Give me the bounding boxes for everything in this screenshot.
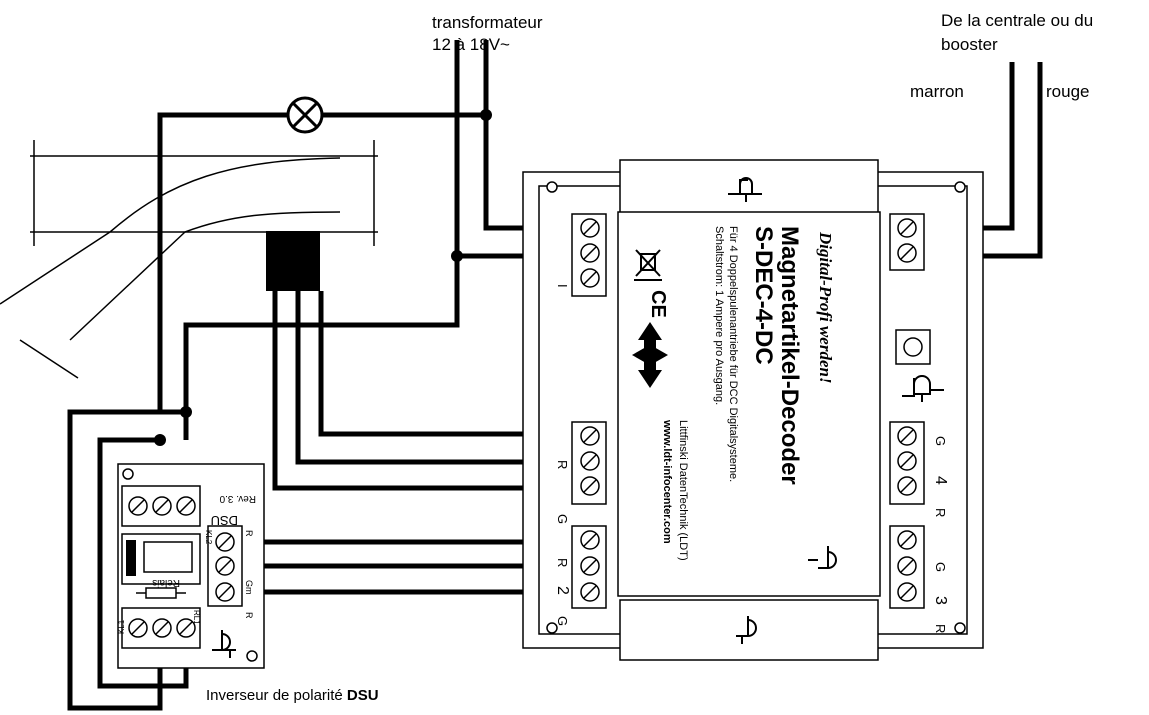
component-symbol-right	[902, 375, 944, 402]
inverter-caption: Inverseur de polarité DSU	[206, 687, 379, 704]
decoder-desc-line1: Für 4 Doppelspulenantriebe für DCC Digit…	[727, 226, 739, 482]
svg-text:3: 3	[932, 596, 949, 605]
ldt-logo-icon	[632, 322, 668, 388]
junction-dots	[154, 109, 492, 446]
svg-text:R: R	[555, 558, 570, 567]
dsu-revision: Rev. 3.0	[219, 493, 256, 504]
dsu-terminal-top-label: KL2	[204, 530, 213, 545]
decoder-desc-line2: Schaltstrom: 1 Ampere pro Ausgang.	[713, 226, 725, 405]
svg-text:G: G	[555, 616, 570, 626]
decoder-terminal-right-top	[889, 213, 925, 271]
dsu-name: DSU	[211, 513, 238, 528]
decoder-terminal-left-top	[571, 213, 607, 297]
decoder-terminal-right-mid	[889, 421, 925, 505]
dsu-labels: DSU Rev. 3.0 Relais R Gm R KL2 KL1 RL1	[117, 493, 256, 634]
svg-text:R: R	[555, 460, 570, 469]
ce-mark: CE	[647, 290, 669, 318]
central-label-line1: De la centrale ou du	[941, 11, 1093, 30]
decoder-terminal-left-bottom	[571, 525, 607, 609]
transformer-label-line1: transformateur	[432, 13, 543, 32]
dsu-relay-label: Relais	[152, 577, 180, 588]
decoder-terminal-left-mid	[571, 421, 607, 505]
svg-text:R: R	[933, 624, 948, 633]
programming-button	[895, 329, 931, 365]
lamp-icon	[286, 96, 324, 134]
component-symbol-bottom	[736, 616, 757, 644]
decoder-model: S-DEC-4-DC	[750, 226, 777, 365]
central-label-line2: booster	[941, 35, 998, 54]
decoder-title: Magnetartikel-Decoder	[776, 226, 803, 485]
svg-text:4: 4	[932, 476, 949, 485]
svg-text:G: G	[933, 562, 948, 572]
dsu-pin-label-1: R	[244, 530, 254, 537]
weee-bin-icon	[634, 249, 662, 281]
decoder-website: www.ldt-infocenter.com	[661, 419, 673, 544]
decoder-left-letters: I R G R 2 G	[554, 284, 571, 626]
dsu-symbol-icon	[212, 630, 236, 658]
decoder-label-text: Digital-Profi werden! Magnetartikel-Deco…	[647, 226, 835, 561]
wire-brown-label: marron	[910, 82, 964, 101]
svg-text:I: I	[555, 284, 570, 288]
dsu-board	[117, 463, 265, 669]
component-symbol-top	[728, 177, 762, 202]
dsu-pin-label-2: Gm	[244, 580, 254, 595]
decoder-slogan: Digital-Profi werden!	[816, 231, 835, 384]
transformer-label-line2: 12 à 18V~	[432, 35, 510, 54]
dsu-small-ref: RL1	[192, 610, 201, 625]
turnout-motor	[266, 231, 320, 291]
svg-text:G: G	[555, 514, 570, 524]
svg-text:G: G	[933, 436, 948, 446]
decoder-maker: Littfinski DatenTechnik (LDT)	[677, 420, 689, 561]
dsu-terminal-bottom-label: KL1	[117, 619, 126, 634]
wire-red-label: rouge	[1046, 82, 1089, 101]
dsu-pin-label-3: R	[244, 612, 254, 619]
decoder-right-letters: G 4 R G 3 R	[932, 436, 949, 633]
svg-text:2: 2	[554, 586, 571, 595]
svg-text:R: R	[933, 508, 948, 517]
decoder-terminal-right-bottom	[889, 525, 925, 609]
component-symbol-label	[808, 546, 837, 569]
